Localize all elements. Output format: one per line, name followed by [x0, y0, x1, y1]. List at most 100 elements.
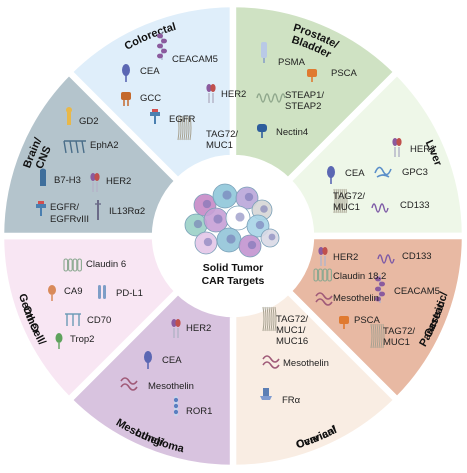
target-label: IL13Rα2	[109, 206, 145, 217]
target-label: HER2	[186, 323, 211, 334]
il13ra2-icon	[95, 200, 101, 220]
target-label: Claudin 6	[86, 259, 126, 270]
center-title-line1: Solid Tumor	[203, 262, 263, 274]
ca9-icon	[48, 285, 56, 301]
tag72-muc1-icon	[333, 188, 348, 214]
target-label: HER2	[221, 89, 246, 100]
target-label: TAG72/	[206, 129, 238, 140]
target-label: GD2	[79, 116, 99, 127]
mesothelin-icon	[120, 377, 138, 391]
sector-ovarian	[229, 286, 402, 472]
target-label: MUC1	[333, 202, 360, 213]
target-label: MUC16	[276, 336, 308, 347]
target-label: GPC3	[402, 167, 428, 178]
target-label: Mesothelin	[333, 293, 379, 304]
pdl1-icon	[98, 285, 106, 299]
target-label: TAG72/	[383, 326, 415, 337]
target-label: FRα	[282, 395, 301, 406]
sector-brain	[0, 67, 183, 240]
target-label: Trop2	[70, 334, 94, 345]
steap-icon	[256, 93, 286, 103]
target-label: CD133	[400, 200, 430, 211]
target-label: TAG72/	[333, 191, 365, 202]
target-label: Nectin4	[276, 127, 308, 138]
b7h3-icon	[40, 168, 46, 186]
target-label: CEA	[345, 168, 365, 179]
target-label: MUC1/	[276, 325, 306, 336]
target-label: MUC1	[206, 140, 233, 151]
fr-alpha-icon	[260, 388, 272, 400]
center-title-line2: CAR Targets	[202, 275, 265, 287]
egfr-icon	[150, 109, 160, 124]
target-label: PSCA	[331, 68, 358, 79]
target-label: B7-H3	[54, 175, 81, 186]
tag72-muc1-icon	[262, 306, 277, 332]
her2-icon	[90, 173, 100, 192]
target-label: PSCA	[354, 315, 381, 326]
sector-liver	[283, 67, 467, 240]
target-label: EphA2	[90, 140, 119, 151]
sector-prostate	[229, 0, 402, 186]
sector-colorectal	[64, 0, 237, 186]
target-label: HER2	[410, 144, 435, 155]
egfr-icon	[36, 201, 46, 216]
target-label: TAG72/	[276, 314, 308, 325]
target-label: ROR1	[186, 406, 212, 417]
target-label: HER2	[333, 252, 358, 263]
mesothelin-icon	[315, 292, 333, 306]
tag72-muc1-icon	[370, 323, 385, 349]
sector-lung	[64, 286, 237, 472]
sector-pancreatic	[283, 232, 467, 405]
epha2-icon	[63, 140, 86, 154]
target-label: STEAP2	[285, 101, 321, 112]
target-label: EGFR	[169, 114, 196, 125]
target-label: GCC	[140, 93, 161, 104]
target-label: Mesothelin	[283, 358, 329, 369]
psma-icon	[261, 42, 267, 63]
target-label: Mesothelin	[148, 381, 194, 392]
claudin-icon	[313, 268, 332, 282]
target-label: CEACAM5	[172, 54, 218, 65]
her2-icon	[206, 84, 216, 103]
psca-icon	[307, 69, 317, 82]
trop2-icon	[55, 333, 63, 349]
target-label: CD70	[87, 315, 111, 326]
target-label: CEACAM5	[394, 286, 440, 297]
tumor-cells-illustration	[184, 183, 280, 258]
ror1-icon	[173, 396, 179, 416]
her2-icon	[392, 138, 402, 157]
target-label: CEA	[162, 355, 182, 366]
target-label: HER2	[106, 176, 131, 187]
cd133-icon	[371, 203, 389, 213]
sector-germ	[0, 232, 183, 405]
target-label: EGFRvIII	[50, 214, 89, 225]
target-label: PD-L1	[116, 288, 143, 299]
cea-icon	[122, 64, 130, 82]
psca-icon	[339, 316, 349, 329]
mesothelin-icon	[262, 355, 280, 369]
target-label: CA9	[64, 286, 82, 297]
nectin4-icon	[257, 124, 267, 138]
cea-icon	[327, 166, 335, 184]
cd70-icon	[65, 313, 81, 326]
her2-icon	[171, 319, 181, 338]
target-label: MUC1	[383, 337, 410, 348]
gpc3-icon	[374, 166, 392, 178]
cea-icon	[144, 351, 152, 369]
her2-icon	[318, 247, 328, 266]
target-label: CD133	[402, 251, 432, 262]
target-label: Claudin 18.2	[333, 271, 386, 282]
claudin-icon	[63, 258, 82, 272]
ceacam5-icon	[375, 275, 385, 303]
target-label: PSMA	[278, 57, 306, 68]
target-label: STEAP1/	[285, 90, 324, 101]
target-label: EGFR/	[50, 202, 79, 213]
cd133-icon	[377, 254, 395, 264]
gcc-icon	[121, 92, 131, 106]
tag72-muc1-icon	[177, 115, 192, 141]
target-label: CEA	[140, 66, 160, 77]
gd2-icon	[66, 107, 72, 125]
ceacam5-icon	[157, 32, 167, 60]
